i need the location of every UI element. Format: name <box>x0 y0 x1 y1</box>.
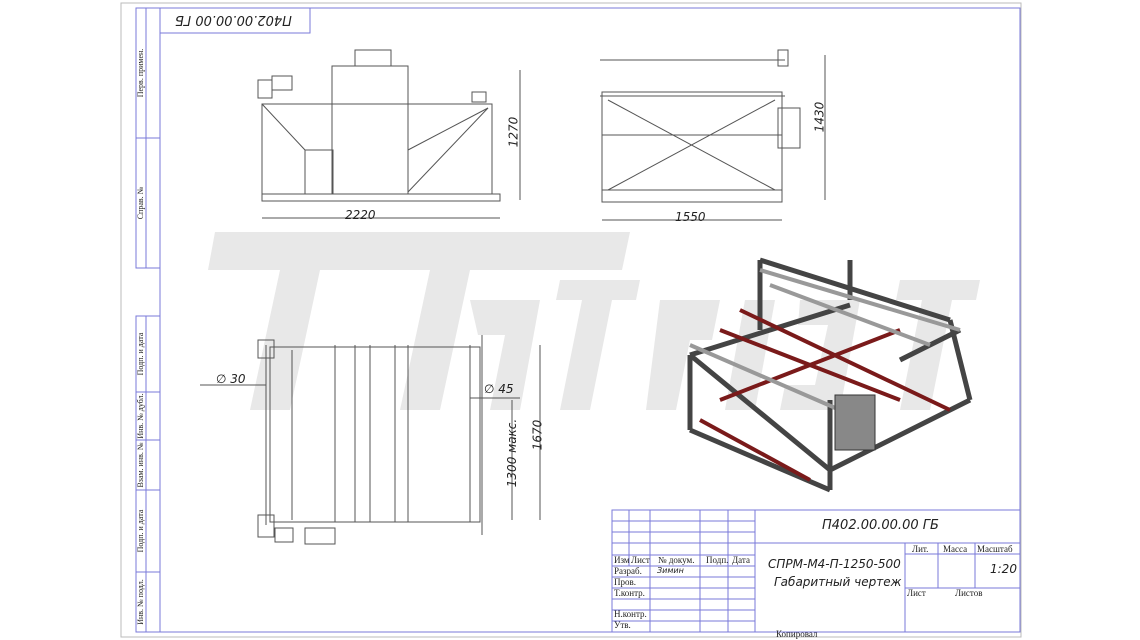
header-doc-no: № докум. <box>658 555 695 565</box>
row-checked: Пров. <box>614 577 636 587</box>
drawing-title-line2: Габаритный чертеж <box>774 575 902 589</box>
developer-name: Зимин <box>657 566 684 575</box>
dim-top-height: 1670 <box>530 419 545 451</box>
sheet-label: Лист <box>907 588 926 598</box>
side-view <box>600 49 826 221</box>
header-list: Лист <box>631 555 650 565</box>
sheets-label: Листов <box>955 588 983 598</box>
dim-front-height: 1270 <box>506 116 521 148</box>
dim-front-width: 2220 <box>345 208 376 222</box>
title-block-code: П402.00.00.00 ГБ <box>822 518 939 533</box>
dim-max-length: 1300 макс. <box>505 418 520 488</box>
side-label-first-use: Перв. примен. <box>136 48 145 98</box>
side-label-dup-inv: Инв. № дубл. <box>136 393 145 439</box>
top-view <box>200 335 541 545</box>
row-developed: Разраб. <box>614 566 642 576</box>
side-label-sign-date-2: Подп. и дата <box>136 509 145 553</box>
scale-value: 1:20 <box>990 562 1017 576</box>
header-sign: Подп. <box>706 555 729 565</box>
dim-side-width: 1550 <box>675 210 706 224</box>
drawing-title-line1: СПРМ-М4-П-1250-500 <box>768 557 901 571</box>
front-view <box>257 49 521 219</box>
mass-label: Масса <box>943 544 968 554</box>
lit-label: Лит. <box>912 544 929 554</box>
sheet-outer-border <box>120 2 1022 638</box>
side-label-replace-inv: Взам. инв. № <box>136 442 145 488</box>
dim-shaft-left: ∅ 30 <box>216 372 246 386</box>
title-block-frame <box>611 509 1021 633</box>
side-strip <box>135 7 311 633</box>
isometric-view <box>687 257 973 493</box>
dim-side-height: 1430 <box>812 101 827 133</box>
row-tech-control: Т.контр. <box>614 588 645 598</box>
header-izm: Изм <box>614 555 630 565</box>
side-label-ref-no: Справ. № <box>136 186 145 220</box>
drawing-code-mirrored: П402.00.00.00 ГБ <box>175 12 292 27</box>
row-norm-control: Н.контр. <box>614 609 647 619</box>
side-label-sign-date-1: Подп. и дата <box>136 332 145 376</box>
side-label-orig-inv: Инв. № подл. <box>136 579 145 625</box>
dim-shaft-right: ∅ 45 <box>484 382 514 396</box>
header-date: Дата <box>732 555 750 565</box>
scale-label: Масштаб <box>977 544 1013 554</box>
copied-label: Копировал <box>776 629 818 639</box>
row-approved: Утв. <box>614 620 631 630</box>
